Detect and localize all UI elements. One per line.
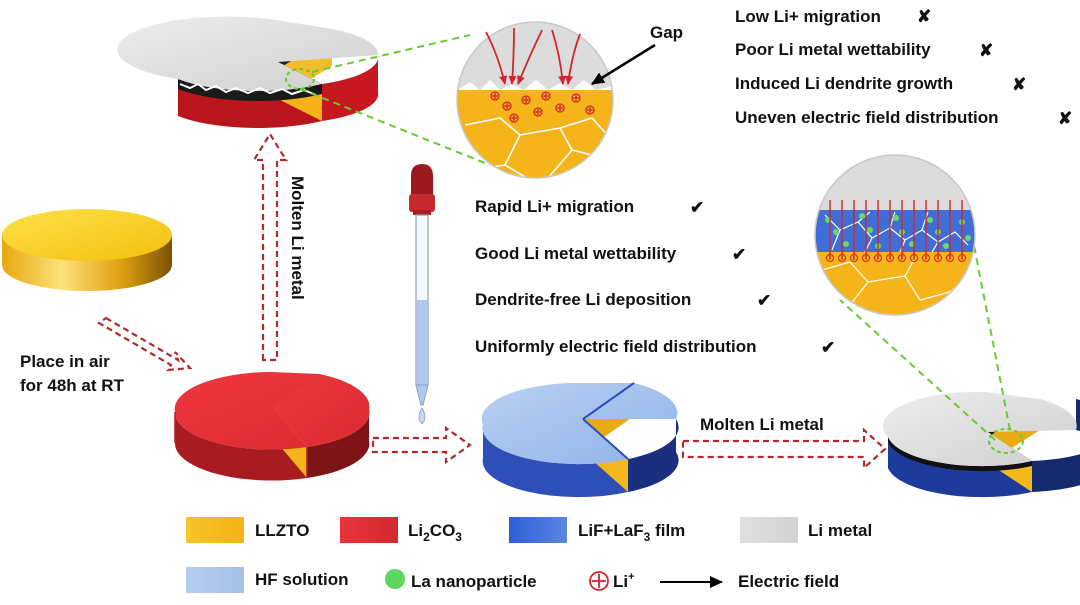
legend-label-field: Electric field — [738, 572, 839, 591]
uneven-field-lines — [485, 27, 581, 85]
li-metal-on-lif-pellet — [882, 391, 1080, 498]
llzto-pellet — [2, 209, 172, 291]
gap-label: Gap — [650, 23, 683, 42]
molten-li-horizontal-label: Molten Li metal — [700, 415, 824, 434]
li-ion-icon — [589, 571, 609, 591]
li2co3-coated-pellet — [174, 371, 370, 481]
legend-label-lif-film: LiF+LaF3 film — [578, 521, 685, 544]
bad-property-3: Induced Li dendrite growth — [735, 74, 953, 93]
zoom-circle-uniform — [814, 154, 976, 316]
check-icon: ✔ — [821, 338, 835, 357]
good-property-3: Dendrite-free Li deposition — [475, 290, 691, 309]
check-icon: ✔ — [732, 245, 746, 264]
legend-label-li-ion: Li+ — [613, 571, 635, 591]
legend-label-li2co3: Li2CO3 — [408, 521, 462, 544]
legend-swatch-lif-film — [509, 517, 567, 543]
arrow-air-exposure — [96, 316, 193, 372]
legend-label-li-metal: Li metal — [808, 521, 872, 540]
legend-label-hf: HF solution — [255, 570, 348, 589]
air-exposure-label-line1: Place in air — [20, 352, 110, 371]
zoom-circle-gap: Gap — [456, 21, 683, 179]
bad-property-2: Poor Li metal wettability — [735, 40, 931, 59]
legend-swatch-llzto — [186, 517, 244, 543]
bad-property-1: Low Li+ migration — [735, 7, 881, 26]
la-nanoparticle-icon — [385, 569, 405, 589]
gap-pointer-arrow — [591, 43, 656, 86]
air-exposure-label-line2: for 48h at RT — [20, 376, 125, 395]
bad-property-4: Uneven electric field distribution — [735, 108, 999, 127]
lif-coated-pellet — [481, 382, 679, 498]
cross-icon: ✘ — [979, 41, 993, 60]
bad-properties-list: Low Li+ migration ✘ Poor Li metal wettab… — [735, 7, 1072, 128]
li-ions-gap — [490, 91, 595, 123]
legend-swatch-li2co3 — [340, 517, 398, 543]
zoom-connectors — [299, 34, 1011, 441]
good-property-4: Uniformly electric field distribution — [475, 337, 756, 356]
legend: LLZTO Li2CO3 LiF+LaF3 film Li metal HF s… — [186, 517, 872, 593]
good-property-1: Rapid Li+ migration — [475, 197, 634, 216]
legend-label-llzto: LLZTO — [255, 521, 309, 540]
cross-icon: ✘ — [1058, 109, 1072, 128]
legend-swatch-hf — [186, 567, 244, 593]
cross-icon: ✘ — [1012, 75, 1026, 94]
li-metal-on-li2co3-pellet — [117, 16, 379, 128]
molten-li-vertical-label: Molten Li metal — [288, 176, 307, 300]
good-properties-list: Rapid Li+ migration ✔ Good Li metal wett… — [475, 197, 835, 357]
check-icon: ✔ — [690, 198, 704, 217]
good-property-2: Good Li metal wettability — [475, 244, 677, 263]
legend-swatch-li-metal — [740, 517, 798, 543]
process-arrows — [96, 131, 887, 471]
check-icon: ✔ — [757, 291, 771, 310]
hf-dropper — [409, 164, 435, 425]
arrow-molten-li-right — [681, 427, 887, 471]
cross-icon: ✘ — [917, 7, 931, 26]
arrow-hf-treatment — [371, 425, 472, 465]
legend-label-la: La nanoparticle — [411, 572, 537, 591]
arrow-molten-li-up — [252, 131, 288, 362]
